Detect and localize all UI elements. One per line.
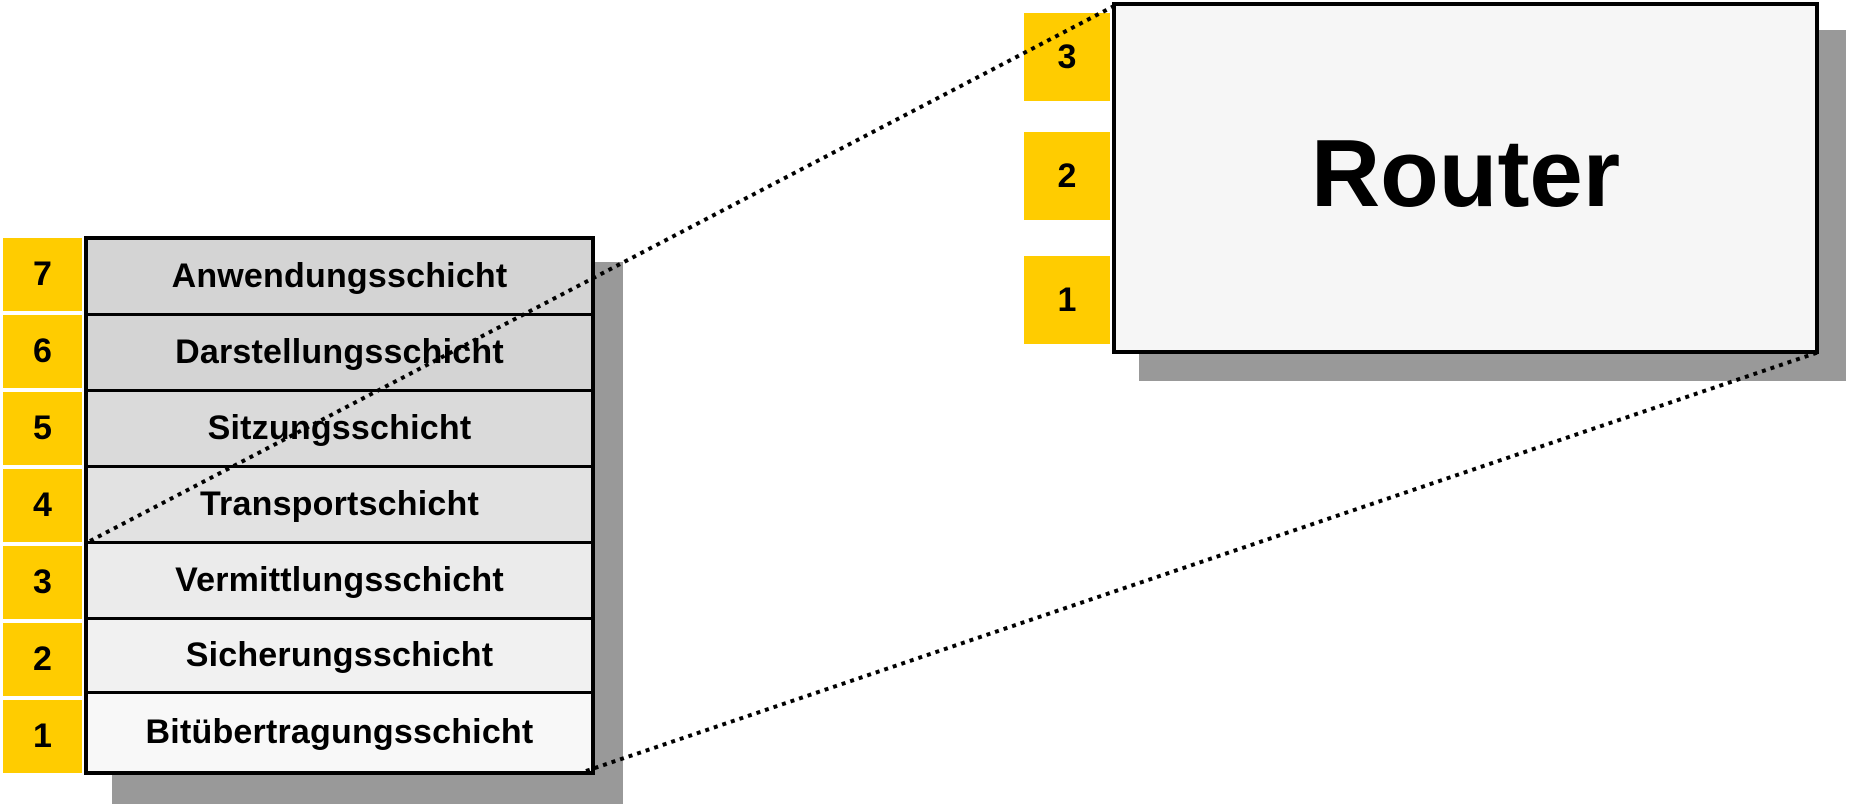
connector-line-bottom — [585, 350, 1820, 773]
layer-name-2: Sicherungsschicht — [185, 636, 494, 674]
layer-row-3: Vermittlungsschicht — [88, 541, 591, 617]
layer-name-1: Bitübertragungsschicht — [145, 713, 534, 751]
layer-number-1: 1 — [3, 700, 82, 773]
layer-row-4: Transportschicht — [88, 465, 591, 541]
layer-number-2: 2 — [3, 623, 82, 696]
router-label: Router — [1310, 120, 1621, 227]
layer-row-7: Anwendungsschicht — [88, 240, 591, 313]
layer-number-4: 4 — [3, 469, 82, 542]
layer-row-2: Sicherungsschicht — [88, 617, 591, 691]
layer-name-5: Sitzungsschicht — [207, 409, 472, 447]
layer-number-3: 3 — [3, 546, 82, 619]
layer-name-4: Transportschicht — [199, 485, 480, 523]
layer-row-1: Bitübertragungsschicht — [88, 691, 591, 771]
layer-name-7: Anwendungsschicht — [171, 257, 508, 295]
layer-number-7: 7 — [3, 238, 82, 311]
layer-number-6: 6 — [3, 315, 82, 388]
layer-name-3: Vermittlungsschicht — [175, 561, 504, 599]
layer-row-5: Sitzungsschicht — [88, 389, 591, 465]
router-layer-number-2: 2 — [1024, 132, 1110, 220]
router-layer-number-1: 1 — [1024, 256, 1110, 344]
layer-number-5: 5 — [3, 392, 82, 465]
router-layer-number-3: 3 — [1024, 13, 1110, 101]
layer-row-6: Darstellungsschicht — [88, 313, 591, 389]
router-box: Router — [1112, 2, 1819, 354]
osi-layer-stack: Anwendungsschicht Darstellungsschicht Si… — [84, 236, 595, 775]
layer-name-6: Darstellungsschicht — [175, 333, 504, 371]
